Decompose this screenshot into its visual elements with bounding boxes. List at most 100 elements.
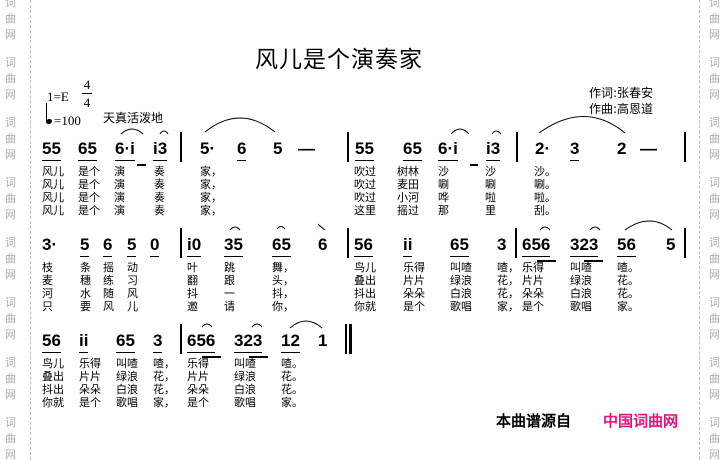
- lyric: 跳: [224, 261, 235, 274]
- slur: [204, 117, 276, 133]
- note: i0: [187, 236, 202, 257]
- lyric: 叫喳: [450, 261, 472, 274]
- lyric: 风: [103, 300, 114, 313]
- watermark-char: 网: [5, 388, 16, 401]
- watermark-char: 网: [709, 88, 720, 101]
- lyric: 抖: [187, 287, 198, 300]
- lyric: 麦: [42, 274, 53, 287]
- lyric: 请: [224, 300, 235, 313]
- lyric: 家，: [200, 204, 222, 217]
- watermark-char: 词: [5, 356, 16, 369]
- lyric: 啦。: [534, 191, 556, 204]
- watermark-char: 网: [5, 28, 16, 41]
- lyric: 是个: [79, 396, 101, 409]
- watermark-left: 词曲网词曲网词曲网词曲网词曲网词曲网词曲网词曲网: [0, 0, 24, 460]
- note: 323: [570, 236, 599, 257]
- lyric: 喳。: [617, 261, 639, 274]
- lyric: 抖出: [42, 383, 64, 396]
- watermark-char: 词: [5, 236, 16, 249]
- slur: [589, 226, 601, 231]
- key-signature: 1=E: [47, 89, 69, 104]
- lyric: 乐得: [522, 261, 544, 274]
- note: i3: [153, 140, 168, 161]
- lyricist: 作词:张春安: [589, 86, 654, 100]
- source-brand-link[interactable]: 中国词曲网: [603, 412, 679, 430]
- watermark-char: 曲: [5, 12, 16, 25]
- lyric: 花。: [617, 287, 639, 300]
- lyric: 儿: [127, 300, 138, 313]
- watermark-char: 词: [709, 176, 720, 189]
- lyric: 是个: [78, 204, 100, 217]
- slur: [159, 130, 169, 135]
- lyric: 叠出: [42, 370, 64, 383]
- lyric: 白浪: [570, 287, 592, 300]
- lyric: 片片: [403, 274, 425, 287]
- beam-line: [537, 260, 556, 262]
- lyric: 绿浪: [570, 274, 592, 287]
- watermark-char: 网: [5, 148, 16, 161]
- note: 5: [127, 236, 137, 257]
- lyric: 树林: [397, 165, 419, 178]
- lyric: 歌唱: [234, 396, 256, 409]
- lyric: 随: [103, 287, 114, 300]
- lyric: 摇: [103, 261, 114, 274]
- note: 656: [187, 332, 216, 353]
- lyric: 鸟儿: [354, 261, 376, 274]
- lyric: 唰: [485, 178, 496, 191]
- watermark-char: 曲: [709, 252, 720, 265]
- lyric: 歌唱: [570, 300, 592, 313]
- note: 55: [355, 140, 374, 161]
- lyric: 唰。: [534, 178, 556, 191]
- note: 56: [354, 236, 373, 257]
- watermark-char: 曲: [709, 372, 720, 385]
- lyric: 片片: [522, 274, 544, 287]
- note: 0: [150, 236, 160, 257]
- lyric: 风儿: [42, 191, 64, 204]
- lyric: 习: [127, 274, 138, 287]
- watermark-char: 曲: [709, 192, 720, 205]
- lyric: 朵朵: [403, 287, 425, 300]
- lyric: 家，: [153, 396, 175, 409]
- note: 65: [403, 140, 422, 161]
- watermark-char: 词: [5, 116, 16, 129]
- watermark-char: 曲: [5, 132, 16, 145]
- watermark-char: 曲: [5, 372, 16, 385]
- watermark-char: 词: [5, 296, 16, 309]
- lyric: 歌唱: [116, 396, 138, 409]
- slur: [289, 320, 323, 329]
- barline: [516, 132, 518, 162]
- watermark-char: 曲: [709, 312, 720, 325]
- watermark-char: 网: [709, 388, 720, 401]
- lyric: 啦: [485, 191, 496, 204]
- watermark-char: 词: [709, 296, 720, 309]
- lyric: 翻: [187, 274, 198, 287]
- expression-mark: 天真活泼地: [103, 111, 164, 125]
- watermark-char: 词: [5, 0, 16, 9]
- lyric: 是个: [78, 191, 100, 204]
- slur: [251, 323, 263, 328]
- lyric: 花，: [153, 383, 175, 396]
- watermark-char: 网: [709, 448, 720, 460]
- watermark-char: 词: [709, 416, 720, 429]
- beam-line: [584, 260, 603, 262]
- lyric: 叫喳: [116, 357, 138, 370]
- slur: [539, 226, 551, 231]
- note: 55: [42, 140, 61, 161]
- note: 65: [450, 236, 469, 257]
- note: 12: [281, 332, 300, 353]
- divider: [30, 0, 31, 460]
- lyric: 里: [485, 204, 496, 217]
- barline: [180, 228, 182, 258]
- lyric: 吹过: [354, 191, 376, 204]
- lyric: 绿浪: [234, 370, 256, 383]
- lyric: 花。: [617, 274, 639, 287]
- note: 6: [103, 236, 113, 257]
- watermark-char: 曲: [709, 432, 720, 445]
- lyric: 风: [127, 287, 138, 300]
- lyric: 风儿: [42, 178, 64, 191]
- barline: [180, 324, 182, 354]
- lyric: 乐得: [187, 357, 209, 370]
- note: 6·i: [115, 140, 135, 161]
- note: 2·: [535, 139, 551, 158]
